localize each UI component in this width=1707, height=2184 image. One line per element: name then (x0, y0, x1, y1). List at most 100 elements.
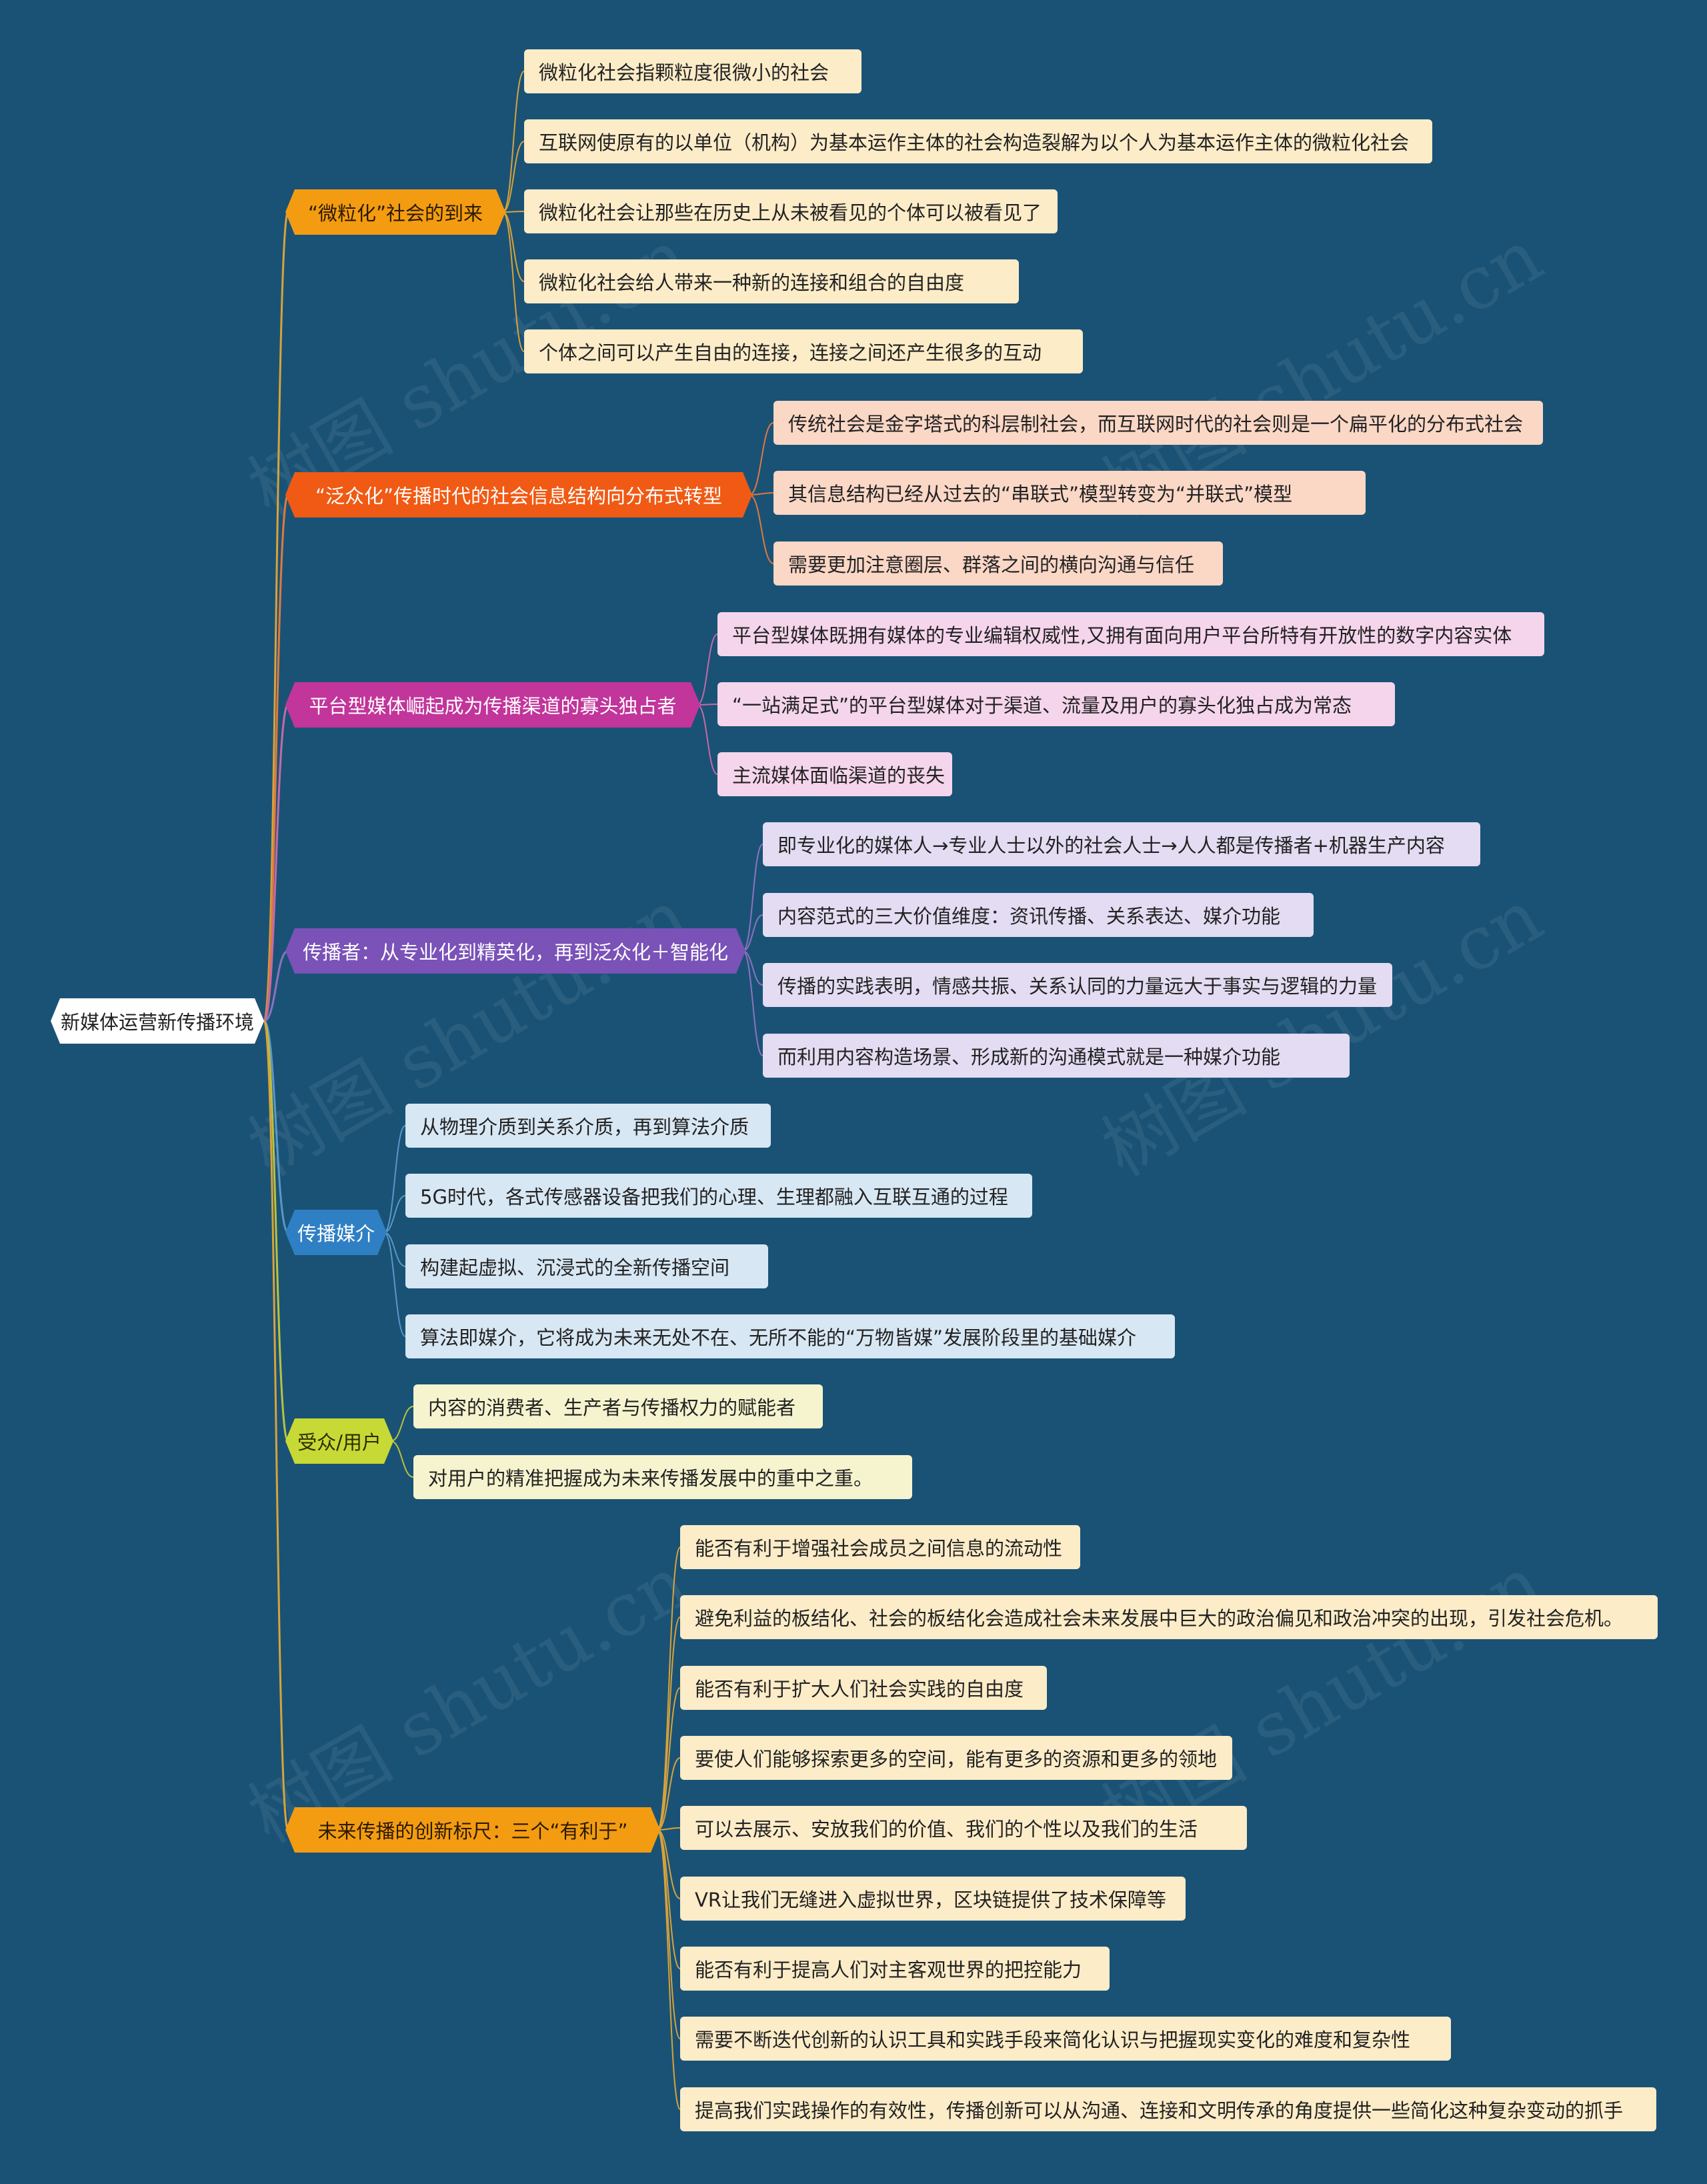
leaf-label: 可以去展示、安放我们的价值、我们的个性以及我们的生活 (695, 1818, 1198, 1841)
branch-node[interactable]: 未来传播的创新标尺：三个“有利于” (285, 1807, 660, 1853)
leaf-node[interactable]: “一站满足式”的平台型媒体对于渠道、流量及用户的寡头化独占成为常态 (717, 682, 1395, 726)
leaf-node[interactable]: 互联网使原有的以单位（机构）为基本运作主体的社会构造裂解为以个人为基本运作主体的… (524, 119, 1432, 163)
leaf-node[interactable]: 能否有利于扩大人们社会实践的自由度 (680, 1666, 1047, 1710)
leaf-label: 其信息结构已经从过去的“串联式”模型转变为“并联式”模型 (788, 483, 1293, 505)
connector-line (657, 1546, 681, 1831)
connector-line (502, 211, 525, 213)
leaf-node[interactable]: 算法即媒介，它将成为未来无处不在、无所不能的“万物皆媒”发展阶段里的基础媒介 (405, 1314, 1175, 1358)
root-node[interactable]: 新媒体运营新传播环境 (51, 998, 264, 1044)
leaf-label: VR让我们无缝进入虚拟世界，区块链提供了技术保障等 (695, 1889, 1166, 1911)
connector-line (383, 1195, 406, 1233)
leaf-node[interactable]: 5G时代，各式传感器设备把我们的心理、生理都融入互联互通的过程 (405, 1174, 1032, 1218)
leaf-node[interactable]: 对用户的精准把握成为未来传播发展中的重中之重。 (413, 1455, 912, 1499)
leaf-label: 即专业化的媒体人→专业人士以外的社会人士→人人都是传播者+机器生产内容 (777, 834, 1445, 857)
connector-line (383, 1232, 406, 1267)
leaf-label: 传统社会是金字塔式的科层制社会，而互联网时代的社会则是一个扁平化的分布式社会 (788, 413, 1524, 435)
connector-line (263, 704, 289, 1022)
connector-line (742, 914, 763, 952)
connector-line (697, 704, 718, 775)
connector-line (263, 950, 289, 1022)
leaf-node[interactable]: 能否有利于提高人们对主客观世界的把控能力 (680, 1947, 1110, 1991)
connector-line (742, 844, 763, 952)
branch-label: “微粒化”社会的到来 (307, 202, 483, 225)
leaf-node[interactable]: VR让我们无缝进入虚拟世界，区块链提供了技术保障等 (680, 1877, 1186, 1921)
connector-line (263, 1020, 289, 1831)
leaf-node[interactable]: 微粒化社会给人带来一种新的连接和组合的自由度 (524, 259, 1019, 303)
branch-node[interactable]: “微粒化”社会的到来 (285, 189, 505, 235)
connector-line (263, 493, 289, 1022)
leaf-node[interactable]: 个体之间可以产生自由的连接，连接之间还产生很多的互动 (524, 329, 1083, 373)
leaf-label: 对用户的精准把握成为未来传播发展中的重中之重。 (428, 1467, 874, 1490)
leaf-label: 要使人们能够探索更多的空间，能有更多的资源和更多的领地 (695, 1748, 1218, 1771)
leaf-label: 微粒化社会让那些在历史上从未被看见的个体可以被看见了 (539, 201, 1042, 224)
leaf-node[interactable]: 传统社会是金字塔式的科层制社会，而互联网时代的社会则是一个扁平化的分布式社会 (773, 401, 1543, 445)
leaf-label: 而利用内容构造场景、形成新的沟通模式就是一种媒介功能 (777, 1046, 1281, 1068)
leaf-node[interactable]: 需要更加注意圈层、群落之间的横向沟通与信任 (773, 541, 1223, 586)
leaf-label: 能否有利于提高人们对主客观世界的把控能力 (695, 1959, 1082, 1981)
leaf-label: 需要不断迭代创新的认识工具和实践手段来简化认识与把握现实变化的难度和复杂性 (695, 2029, 1411, 2051)
branch-label: 平台型媒体崛起成为传播渠道的寡头独占者 (309, 695, 677, 718)
leaf-label: 主流媒体面临渠道的丧失 (732, 764, 946, 787)
leaf-node[interactable]: 需要不断迭代创新的认识工具和实践手段来简化认识与把握现实变化的难度和复杂性 (680, 2017, 1451, 2061)
branch-label: “泛众化”传播时代的社会信息结构向分布式转型 (315, 485, 723, 507)
leaf-node[interactable]: 即专业化的媒体人→专业人士以外的社会人士→人人都是传播者+机器生产内容 (763, 822, 1480, 866)
leaf-label: 个体之间可以产生自由的连接，连接之间还产生很多的互动 (539, 341, 1042, 364)
branch-node[interactable]: 平台型媒体崛起成为传播渠道的寡头独占者 (285, 682, 700, 728)
leaf-node[interactable]: 微粒化社会让那些在历史上从未被看见的个体可以被看见了 (524, 189, 1058, 233)
leaf-node[interactable]: 从物理介质到关系介质，再到算法介质 (405, 1104, 771, 1148)
leaf-node[interactable]: 微粒化社会指颗粒度很微小的社会 (524, 49, 862, 93)
connector-line (502, 211, 525, 282)
leaf-node[interactable]: 避免利益的板结化、社会的板结化会造成社会未来发展中巨大的政治偏见和政治冲突的出现… (680, 1595, 1658, 1639)
connector-line (263, 1020, 289, 1442)
root-label: 新媒体运营新传播环境 (60, 1011, 254, 1034)
connector-line (742, 950, 763, 986)
connector-line (697, 704, 718, 706)
connector-line (657, 1616, 681, 1831)
leaf-label: 从物理介质到关系介质，再到算法介质 (420, 1116, 749, 1138)
leaf-node[interactable]: 而利用内容构造场景、形成新的沟通模式就是一种媒介功能 (763, 1034, 1350, 1078)
branch-node[interactable]: 传播者：从专业化到精英化，再到泛众化＋智能化 (285, 928, 745, 974)
connector-line (390, 1406, 414, 1442)
leaf-node[interactable]: 平台型媒体既拥有媒体的专业编辑权威性,又拥有面向用户平台所特有开放性的数字内容实… (717, 612, 1544, 656)
leaf-label: 能否有利于增强社会成员之间信息的流动性 (695, 1537, 1063, 1560)
branch-node[interactable]: “泛众化”传播时代的社会信息结构向分布式转型 (285, 472, 752, 517)
branch-label: 传播媒介 (297, 1222, 375, 1245)
leaf-label: 构建起虚拟、沉浸式的全新传播空间 (420, 1256, 730, 1279)
leaf-label: 微粒化社会指颗粒度很微小的社会 (539, 61, 829, 84)
connector-line (657, 1829, 681, 1899)
leaf-node[interactable]: 内容的消费者、生产者与传播权力的赋能者 (413, 1384, 823, 1428)
leaf-node[interactable]: 要使人们能够探索更多的空间，能有更多的资源和更多的领地 (680, 1736, 1232, 1780)
branch-label: 受众/用户 (297, 1431, 381, 1454)
leaf-node[interactable]: 主流媒体面临渠道的丧失 (717, 752, 952, 796)
leaf-label: 互联网使原有的以单位（机构）为基本运作主体的社会构造裂解为以个人为基本运作主体的… (539, 131, 1410, 154)
leaf-node[interactable]: 构建起虚拟、沉浸式的全新传播空间 (405, 1244, 768, 1288)
connector-line (383, 1125, 406, 1233)
leaf-label: 微粒化社会给人带来一种新的连接和组合的自由度 (539, 271, 965, 294)
leaf-label: 避免利益的板结化、社会的板结化会造成社会未来发展中巨大的政治偏见和政治冲突的出现… (695, 1607, 1624, 1630)
leaf-label: 5G时代，各式传感器设备把我们的心理、生理都融入互联互通的过程 (420, 1186, 1008, 1208)
connector-line (749, 494, 774, 564)
connector-line (502, 141, 525, 213)
leaf-label: 算法即媒介，它将成为未来无处不在、无所不能的“万物皆媒”发展阶段里的基础媒介 (420, 1326, 1137, 1349)
connector-line (657, 1829, 681, 1969)
leaf-node[interactable]: 其信息结构已经从过去的“串联式”模型转变为“并联式”模型 (773, 471, 1366, 515)
leaf-node[interactable]: 能否有利于增强社会成员之间信息的流动性 (680, 1525, 1080, 1569)
leaf-node[interactable]: 内容范式的三大价值维度：资讯传播、关系表达、媒介功能 (763, 893, 1314, 937)
leaf-label: 需要更加注意圈层、群落之间的横向沟通与信任 (788, 554, 1195, 576)
leaf-label: 能否有利于扩大人们社会实践的自由度 (695, 1678, 1024, 1701)
connector-line (263, 1020, 289, 1234)
leaf-node[interactable]: 提高我们实践操作的有效性，传播创新可以从沟通、连接和文明传承的角度提供一些简化这… (680, 2087, 1656, 2131)
connector-line (383, 1232, 406, 1337)
leaf-node[interactable]: 可以去展示、安放我们的价值、我们的个性以及我们的生活 (680, 1806, 1247, 1850)
branch-node[interactable]: 受众/用户 (285, 1418, 393, 1464)
connector-line (657, 1829, 681, 2110)
connector-line (697, 634, 718, 706)
branch-label: 未来传播的创新标尺：三个“有利于” (317, 1820, 628, 1843)
connector-line (263, 211, 289, 1022)
branch-node[interactable]: 传播媒介 (285, 1210, 387, 1255)
connector-line (749, 492, 774, 495)
leaf-node[interactable]: 传播的实践表明，情感共振、关系认同的力量远大于事实与逻辑的力量 (763, 963, 1392, 1007)
connector-line (502, 211, 525, 352)
leaf-label: 内容的消费者、生产者与传播权力的赋能者 (428, 1396, 796, 1419)
